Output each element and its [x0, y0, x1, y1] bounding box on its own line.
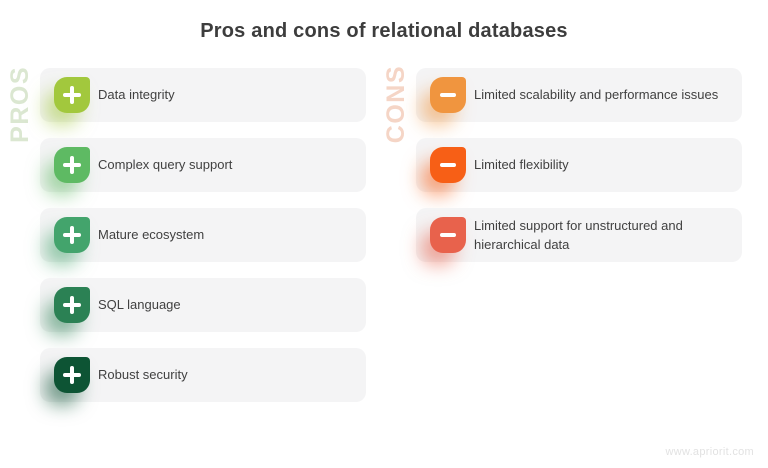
- minus-icon: [430, 77, 466, 113]
- page-title: Pros and cons of relational databases: [200, 20, 568, 42]
- pros-card-mature-ecosystem: Mature ecosystem: [40, 208, 366, 262]
- plus-icon: [54, 287, 90, 323]
- plus-icon: [54, 147, 90, 183]
- pros-column-label: PROS: [6, 66, 34, 143]
- pros-card-complex-query-support: Complex query support: [40, 138, 366, 192]
- pros-card-sql-language: SQL language: [40, 278, 366, 332]
- pros-card-data-integrity: Data integrity: [40, 68, 366, 122]
- cons-card-limited-flexibility: Limited flexibility: [416, 138, 742, 192]
- watermark-url: www.apriorit.com: [665, 446, 754, 458]
- pros-card-label: Robust security: [98, 367, 188, 383]
- cons-card-limited-unstructured-support: Limited support for unstructured and hie…: [416, 208, 742, 262]
- pros-card-label: Complex query support: [98, 157, 233, 173]
- cons-card-label: Limited support for unstructured and hie…: [474, 217, 683, 253]
- pros-card-robust-security: Robust security: [40, 348, 366, 402]
- cons-card-label: Limited scalability and performance issu…: [474, 87, 719, 103]
- plus-icon: [54, 217, 90, 253]
- pros-card-label: Mature ecosystem: [98, 227, 205, 243]
- minus-icon: [430, 147, 466, 183]
- plus-icon: [54, 357, 90, 393]
- pros-card-label: Data integrity: [98, 87, 175, 103]
- plus-icon: [54, 77, 90, 113]
- cons-column-label: CONS: [382, 65, 410, 144]
- cons-card-label: Limited flexibility: [474, 157, 569, 173]
- cons-card-limited-scalability: Limited scalability and performance issu…: [416, 68, 742, 122]
- pros-card-label: SQL language: [98, 297, 181, 313]
- minus-icon: [430, 217, 466, 253]
